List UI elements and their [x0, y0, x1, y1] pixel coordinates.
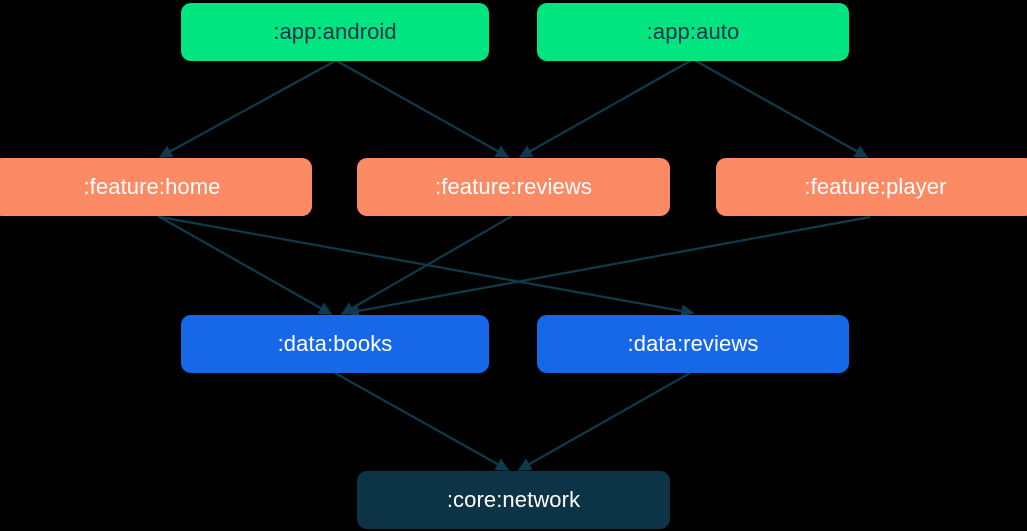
graph-node-data-reviews[interactable]: :data:reviews — [537, 315, 849, 373]
graph-node-feature-reviews[interactable]: :feature:reviews — [357, 158, 670, 216]
graph-node-label: :data:reviews — [627, 331, 759, 356]
graph-edge — [518, 60, 691, 158]
graph-node-app-auto[interactable]: :app:auto — [537, 3, 849, 61]
graph-edge — [340, 215, 513, 315]
graph-edge — [158, 60, 336, 158]
graph-edge — [345, 215, 871, 318]
graph-node-label: :data:books — [277, 331, 393, 356]
graph-node-app-android[interactable]: :app:android — [181, 3, 489, 61]
graph-edge — [157, 215, 333, 315]
graph-node-core-network[interactable]: :core:network — [357, 471, 670, 529]
graph-node-feature-player[interactable]: :feature:player — [716, 158, 1027, 216]
graph-node-label: :app:auto — [646, 19, 740, 44]
graph-edge — [336, 60, 510, 158]
graph-edge — [334, 372, 510, 471]
graph-node-label: :core:network — [446, 487, 581, 512]
graph-edge — [695, 60, 869, 158]
graph-node-feature-home[interactable]: :feature:home — [0, 158, 312, 216]
graph-edge — [517, 372, 691, 471]
graph-node-label: :feature:player — [804, 174, 947, 199]
graph-node-label: :feature:reviews — [435, 174, 592, 199]
graph-node-label: :app:android — [273, 19, 397, 44]
graph-node-label: :feature:home — [83, 174, 221, 199]
graph-node-data-books[interactable]: :data:books — [181, 315, 489, 373]
